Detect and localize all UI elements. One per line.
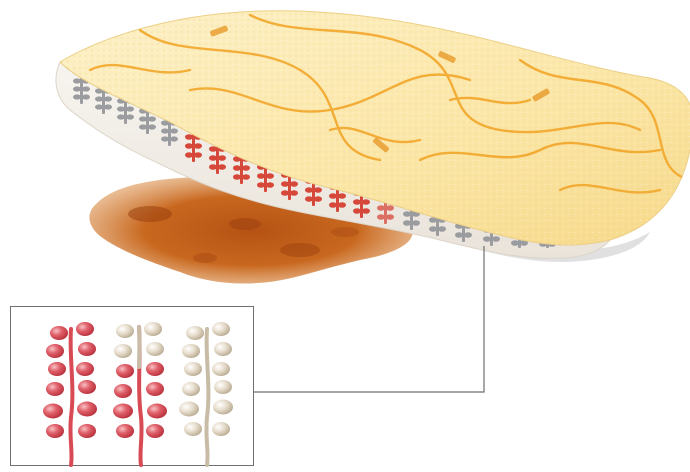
dry-strand: [179, 322, 233, 465]
inset-illustration: [11, 307, 255, 467]
magnified-inset: [10, 306, 254, 466]
partially-saturated-strand: [113, 322, 167, 465]
saturated-strand: [43, 322, 97, 465]
